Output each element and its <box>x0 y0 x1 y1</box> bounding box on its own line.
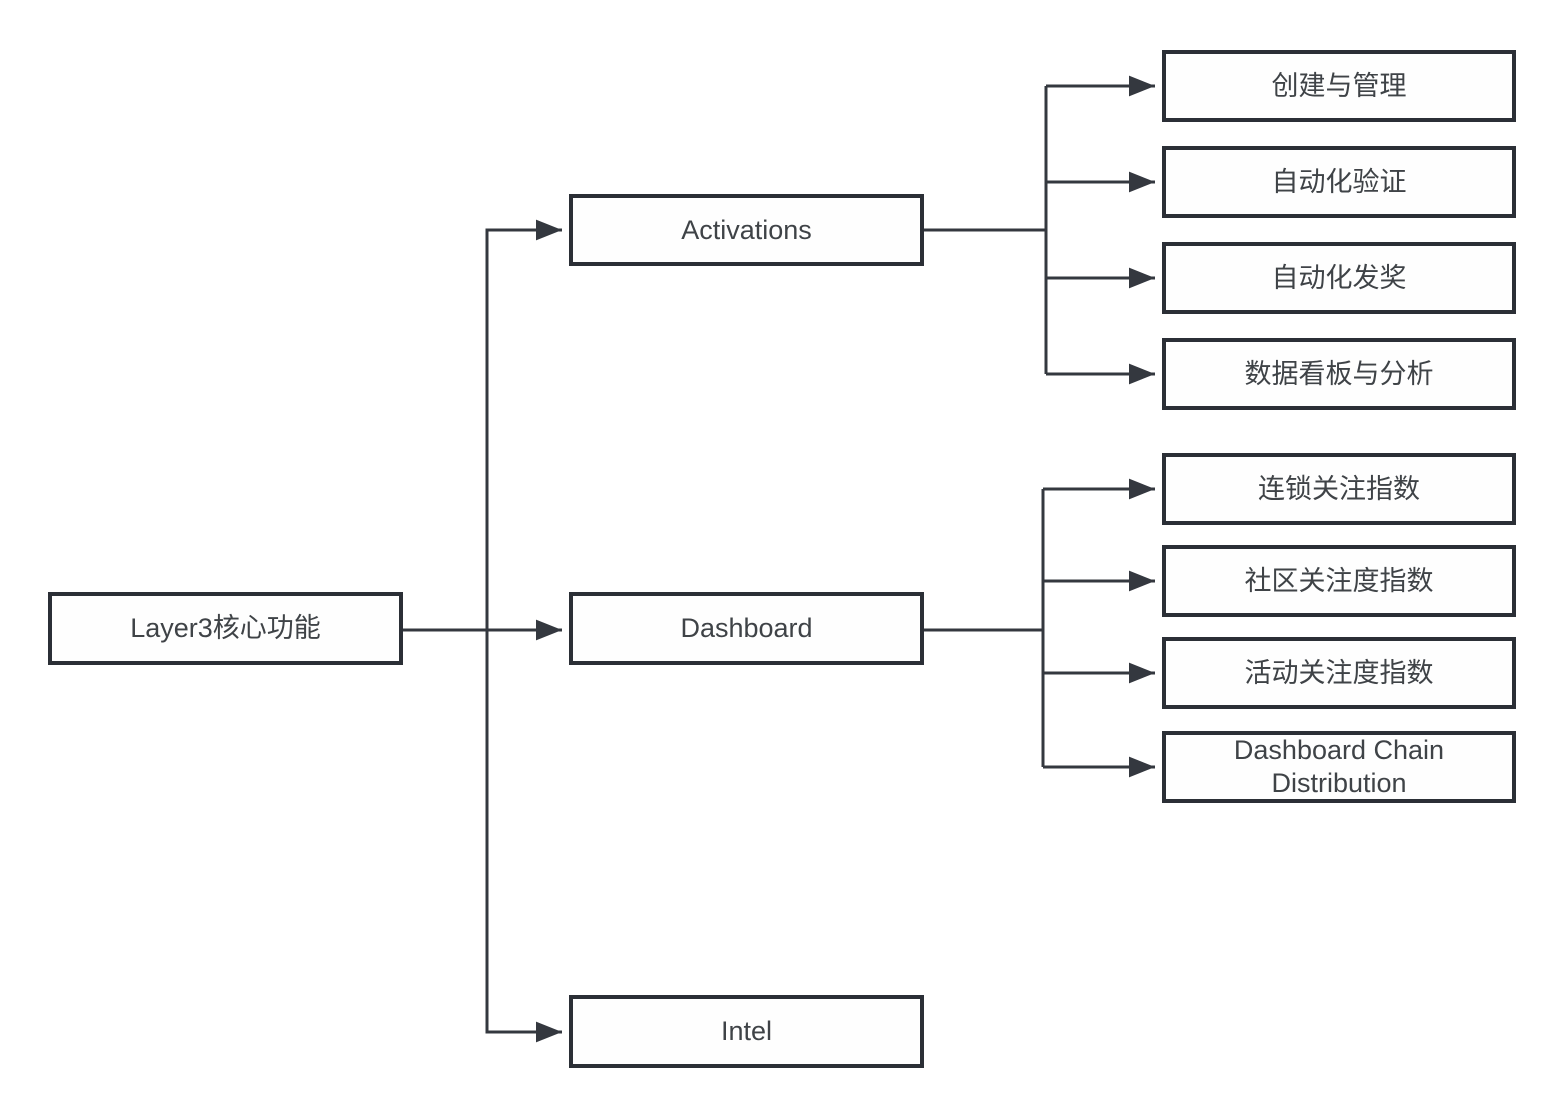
node-activations-label: Activations <box>681 214 812 245</box>
node-automated-verification[interactable]: 自动化验证 <box>1162 146 1516 218</box>
node-activity-attention-index-label: 活动关注度指数 <box>1244 657 1434 688</box>
node-automated-verification-label: 自动化验证 <box>1271 166 1407 197</box>
node-root[interactable]: Layer3核心功能 <box>48 592 403 665</box>
node-automated-rewards[interactable]: 自动化发奖 <box>1162 242 1516 314</box>
node-activations[interactable]: Activations <box>569 194 924 266</box>
node-intel[interactable]: Intel <box>569 995 924 1068</box>
node-activity-attention-index[interactable]: 活动关注度指数 <box>1162 637 1516 709</box>
connector-root-to-activations <box>485 219 562 630</box>
node-dashboard[interactable]: Dashboard <box>569 592 924 665</box>
node-dashboard-chain-distribution[interactable]: Dashboard Chain Distribution <box>1162 731 1516 803</box>
node-data-dashboard-analysis[interactable]: 数据看板与分析 <box>1162 338 1516 410</box>
node-create-and-manage-label: 创建与管理 <box>1271 70 1407 101</box>
node-root-label: Layer3核心功能 <box>130 613 321 643</box>
node-create-and-manage[interactable]: 创建与管理 <box>1162 50 1516 122</box>
connector-root-to-intel <box>485 630 562 1043</box>
node-intel-label: Intel <box>720 1016 773 1046</box>
node-chain-attention-index[interactable]: 连锁关注指数 <box>1162 453 1516 525</box>
node-automated-rewards-label: 自动化发奖 <box>1271 262 1407 293</box>
node-dashboard-chain-distribution-label: Dashboard Chain Distribution <box>1233 735 1445 798</box>
node-chain-attention-index-label: 连锁关注指数 <box>1258 473 1420 504</box>
node-community-attention-index-label: 社区关注度指数 <box>1244 565 1434 596</box>
node-community-attention-index[interactable]: 社区关注度指数 <box>1162 545 1516 617</box>
node-dashboard-label: Dashboard <box>680 613 813 643</box>
node-data-dashboard-analysis-label: 数据看板与分析 <box>1244 358 1434 389</box>
